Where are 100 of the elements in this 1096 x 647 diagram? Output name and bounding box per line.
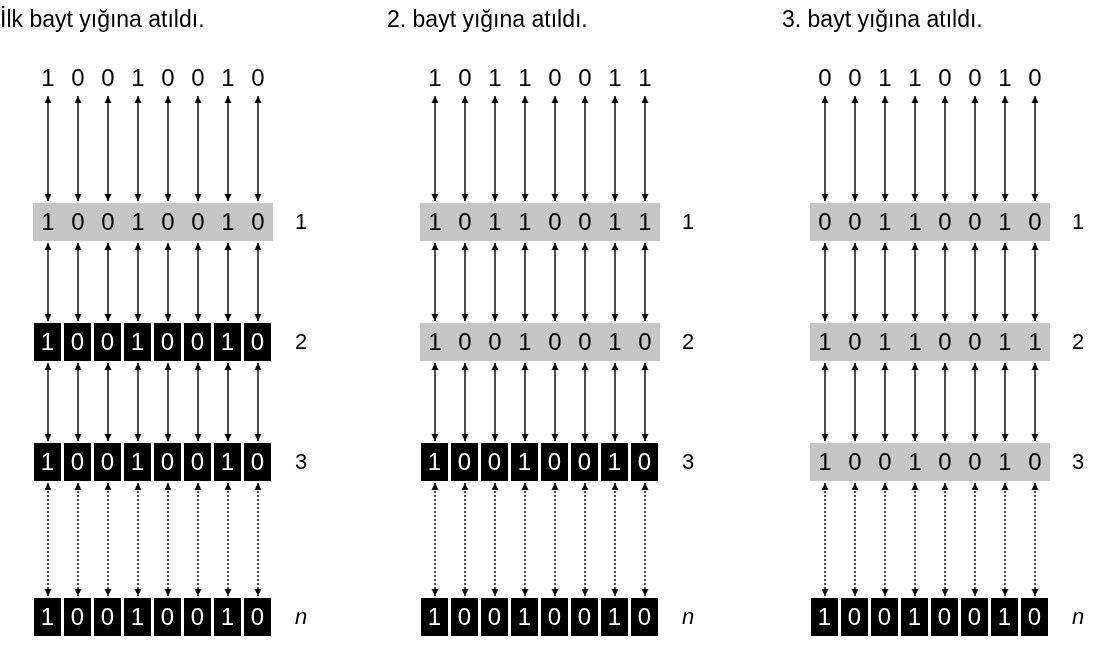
double-arrow [851, 242, 859, 322]
bit-cell: 0 [960, 203, 990, 241]
bit-cell: 1 [600, 203, 630, 241]
row-number: n [1072, 606, 1085, 628]
bit-cell: 1 [601, 443, 628, 481]
double-arrow [551, 482, 559, 597]
double-arrow [611, 242, 619, 322]
bit-cell: 1 [990, 323, 1020, 361]
bit-cell: 1 [214, 598, 241, 636]
double-arrow [491, 95, 499, 202]
double-arrow [224, 362, 232, 442]
bit-digit: 1 [480, 62, 510, 94]
bit-cell: 0 [154, 598, 181, 636]
bit-cell: 0 [63, 203, 93, 241]
bit-cell: 0 [94, 598, 121, 636]
bit-digit: 0 [450, 62, 480, 94]
bit-cell: 0 [244, 443, 271, 481]
bit-cell: 0 [930, 203, 960, 241]
bit-cell: 0 [154, 443, 181, 481]
bit-cell: 0 [931, 598, 958, 636]
double-arrow [194, 242, 202, 322]
row-number: 2 [1072, 331, 1085, 353]
panel-heading: İlk bayt yığına atıldı. [0, 8, 205, 31]
double-arrow [611, 95, 619, 202]
row-number: 2 [682, 331, 695, 353]
bit-cell: 0 [930, 323, 960, 361]
bit-cell: 0 [960, 443, 990, 481]
double-arrow [1001, 242, 1009, 322]
double-arrow [1001, 95, 1009, 202]
bit-cell: 0 [571, 598, 598, 636]
bit-cell: 1 [600, 323, 630, 361]
row-number: 3 [682, 451, 695, 473]
double-arrow [134, 482, 142, 597]
double-arrow [581, 362, 589, 442]
bit-cell: 1 [421, 598, 448, 636]
bit-cell: 0 [184, 323, 211, 361]
double-arrow [461, 242, 469, 322]
double-arrow [851, 482, 859, 597]
double-arrow [551, 242, 559, 322]
bit-cell: 1 [420, 323, 450, 361]
bit-digit: 1 [420, 62, 450, 94]
double-arrow [44, 482, 52, 597]
bit-digit: 1 [213, 62, 243, 94]
bit-digit: 0 [183, 62, 213, 94]
double-arrow [971, 482, 979, 597]
bit-cell: 1 [124, 323, 151, 361]
row-number: 1 [295, 211, 308, 233]
double-arrow [134, 242, 142, 322]
double-arrow [104, 242, 112, 322]
bit-cell: 1 [900, 443, 930, 481]
bit-digit: 0 [93, 62, 123, 94]
bit-digit: 1 [510, 62, 540, 94]
bit-cell: 0 [960, 323, 990, 361]
bit-cell: 0 [244, 598, 271, 636]
row-number: 3 [295, 451, 308, 473]
double-arrow [431, 95, 439, 202]
double-arrow [521, 95, 529, 202]
double-arrow [641, 242, 649, 322]
bit-digit: 1 [870, 62, 900, 94]
double-arrow [881, 95, 889, 202]
double-arrow [941, 482, 949, 597]
double-arrow [1001, 362, 1009, 442]
bit-cell: 1 [811, 598, 838, 636]
bit-cell: 0 [570, 203, 600, 241]
bit-digit: 1 [900, 62, 930, 94]
bit-cell: 1 [870, 323, 900, 361]
double-arrow [521, 242, 529, 322]
bit-cell: 0 [961, 598, 988, 636]
double-arrow [941, 242, 949, 322]
double-arrow [911, 242, 919, 322]
double-arrow [941, 95, 949, 202]
double-arrow [74, 362, 82, 442]
bit-cell: 1 [511, 443, 538, 481]
double-arrow [431, 242, 439, 322]
bit-cell: 0 [870, 443, 900, 481]
bit-cell: 1 [991, 598, 1018, 636]
double-arrow [44, 242, 52, 322]
bit-cell: 1 [870, 203, 900, 241]
row-number: 3 [1072, 451, 1085, 473]
bit-cell: 1 [510, 323, 540, 361]
double-arrow [224, 482, 232, 597]
bit-cell: 0 [1020, 443, 1050, 481]
bit-cell: 1 [511, 598, 538, 636]
double-arrow [971, 362, 979, 442]
bit-cell: 1 [420, 203, 450, 241]
bit-cell: 0 [64, 443, 91, 481]
double-arrow [164, 362, 172, 442]
row-number: 1 [1072, 211, 1085, 233]
double-arrow [491, 482, 499, 597]
bit-digit: 1 [630, 62, 660, 94]
bit-digit: 0 [63, 62, 93, 94]
row-number: n [682, 606, 695, 628]
double-arrow [851, 362, 859, 442]
bit-cell: 0 [450, 323, 480, 361]
bit-digit: 0 [243, 62, 273, 94]
double-arrow [164, 95, 172, 202]
double-arrow [1031, 242, 1039, 322]
bit-cell: 0 [841, 598, 868, 636]
bit-cell: 0 [64, 598, 91, 636]
bit-cell: 0 [64, 323, 91, 361]
